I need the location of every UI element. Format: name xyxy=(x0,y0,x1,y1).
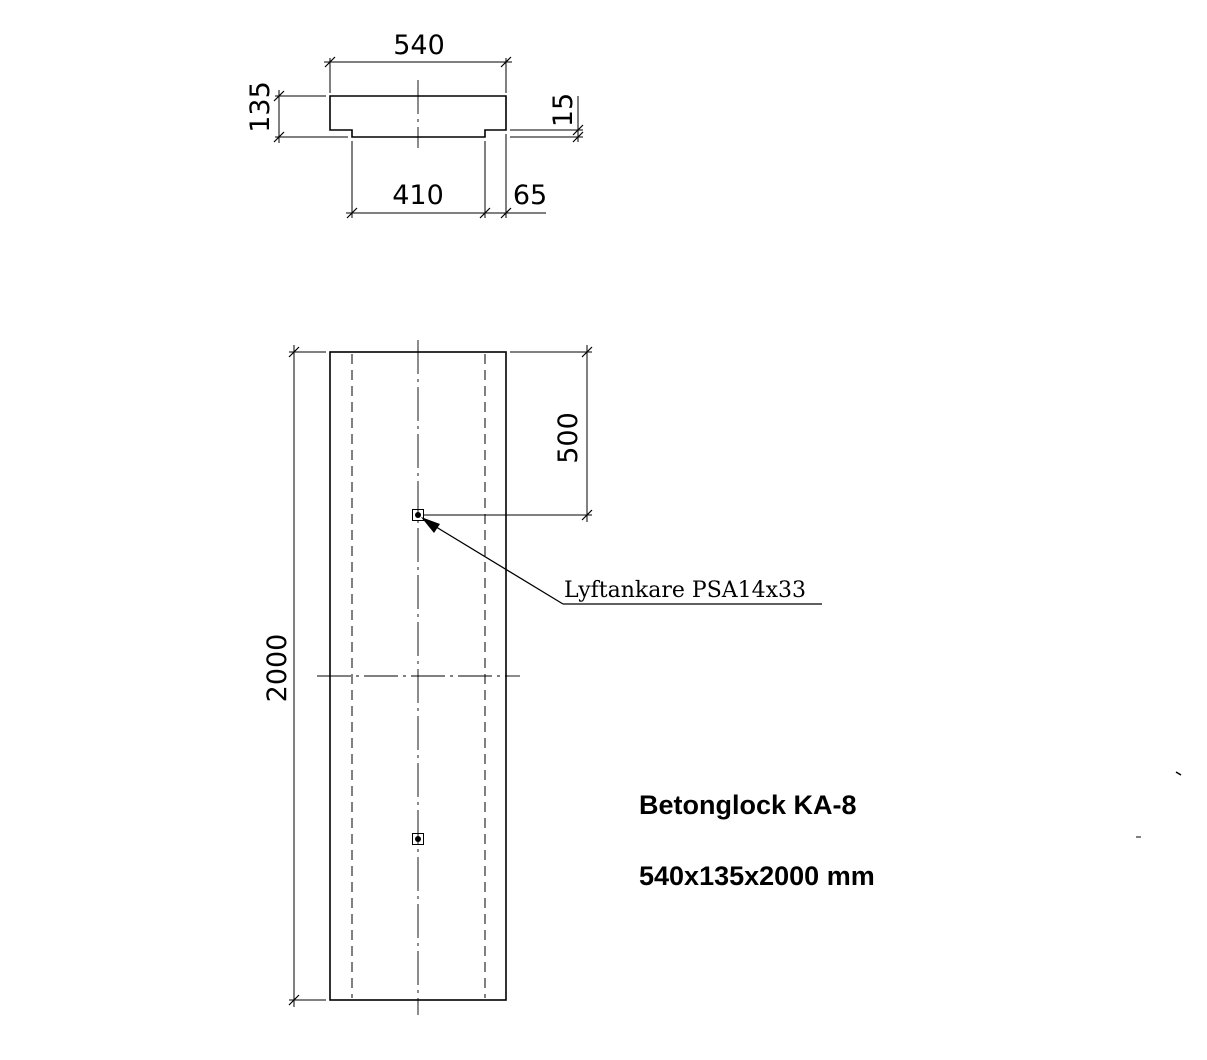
dim-rebate-depth-label: 15 xyxy=(548,93,579,127)
lifting-anchor-top xyxy=(412,509,424,521)
dim-rebate-width-label: 65 xyxy=(513,180,547,211)
dim-inner-width-label: 410 xyxy=(392,180,444,211)
dim-length-label: 2000 xyxy=(262,634,293,703)
anchor-leader: Lyftankare PSA14x33 xyxy=(421,517,822,605)
anchor-label: Lyftankare PSA14x33 xyxy=(564,578,806,603)
dim-rebate-depth: 15 xyxy=(510,93,584,143)
product-name: Betonglock KA-8 xyxy=(639,790,857,820)
section-profile xyxy=(329,95,507,138)
dim-anchor-offset: 500 xyxy=(424,345,593,522)
section-view: 540 135 15 410 xyxy=(245,30,584,219)
title-block: Betonglock KA-8 540x135x2000 mm xyxy=(639,790,875,891)
dim-total-width-label: 540 xyxy=(393,30,445,61)
dim-total-width: 540 xyxy=(324,30,512,93)
dim-inner-width: 410 xyxy=(346,134,546,219)
dim-height: 135 xyxy=(245,81,348,143)
lifting-anchor-bottom xyxy=(412,833,424,845)
speck-mark xyxy=(1175,771,1182,776)
plan-view: 2000 500 Lyftankare PSA14x33 xyxy=(262,340,822,1015)
dim-length: 2000 xyxy=(262,345,326,1007)
dim-anchor-offset-label: 500 xyxy=(553,412,584,464)
dim-height-label: 135 xyxy=(245,81,276,133)
product-size: 540x135x2000 mm xyxy=(639,861,875,891)
dim-rebate-width: 65 xyxy=(513,180,547,211)
